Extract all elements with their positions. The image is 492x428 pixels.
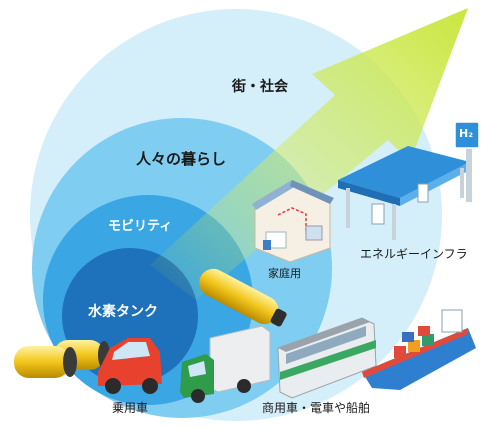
growth-arrow-icon (150, 8, 468, 300)
ring-label-lives: 人々の暮らし (136, 150, 227, 168)
caption-infra: エネルギーインフラ (360, 247, 468, 261)
house-icon (252, 180, 334, 263)
hydrogen-tank-icon (199, 268, 287, 327)
ring-label-society: 街・社会 (232, 79, 288, 95)
caption-home: 家庭用 (268, 267, 301, 280)
caption-commercial: 商用車・電車や船舶 (262, 401, 371, 415)
caption-passenger: 乗用車 (112, 401, 149, 415)
station-sign-label: H₂ (459, 127, 474, 140)
ship-icon (362, 309, 476, 390)
car-icon (98, 338, 162, 394)
hydrogen-tank-icon (14, 340, 110, 378)
ring-label-tank: 水素タンク (88, 304, 158, 320)
ring-label-mobility: モビリティ (108, 219, 173, 234)
truck-icon (180, 325, 271, 403)
train-icon (277, 317, 377, 399)
fuel-station-icon (338, 121, 480, 240)
